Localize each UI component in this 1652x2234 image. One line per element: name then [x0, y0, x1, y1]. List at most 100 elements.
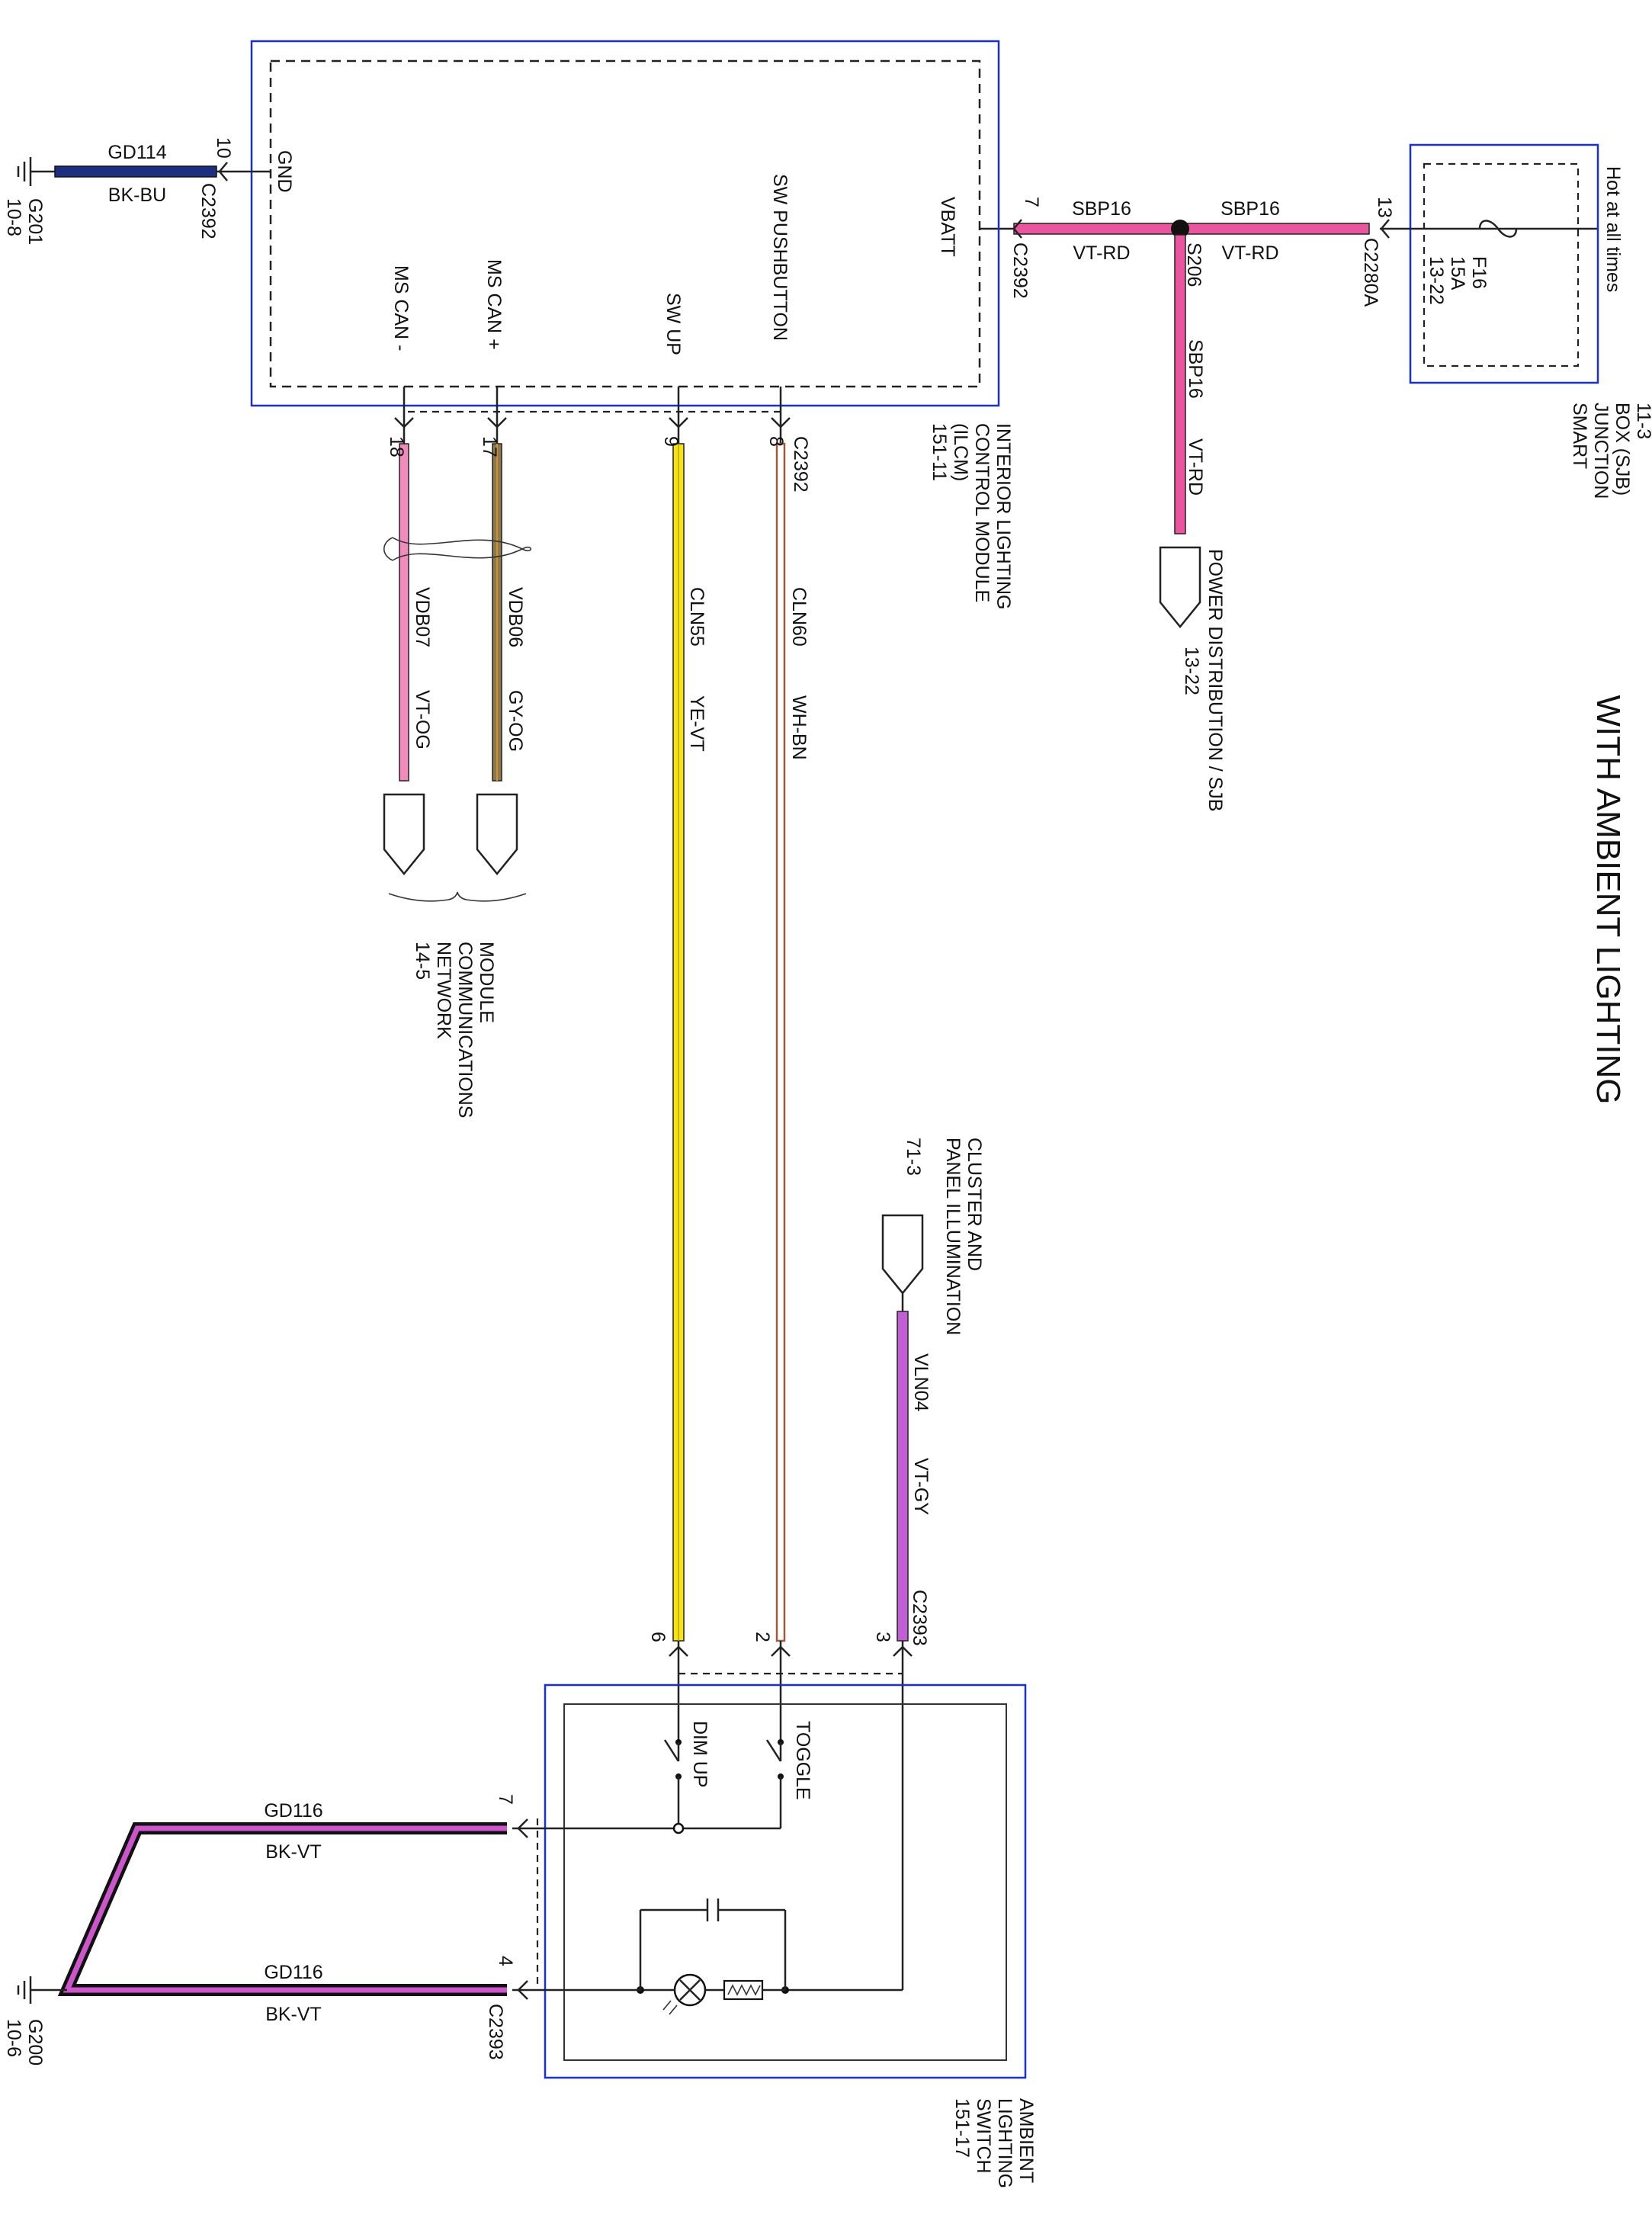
sjb-inner — [1423, 162, 1580, 368]
fuse-labels: F16 15A 13-22 — [1426, 256, 1490, 305]
ground-g200: G200 — [24, 2019, 46, 2065]
wire-cln60 — [775, 442, 786, 1642]
gd114-circuit: GD114 — [107, 142, 166, 163]
vln04-color: VT-GY — [910, 1458, 932, 1515]
light-rays-icon — [662, 2000, 678, 2015]
ground-symbol-g201 — [17, 157, 32, 186]
ground-g200-ref: 10-6 — [3, 2019, 24, 2057]
cln55-color: YE-VT — [686, 695, 707, 752]
gnd-connector: C2392 — [197, 183, 219, 239]
ilcm-vbatt-pin: VBATT — [937, 197, 958, 257]
power-dist-connector — [1159, 546, 1201, 628]
vdb07-circuit: VDB07 — [412, 587, 433, 647]
illum-pin: 3 — [872, 1632, 893, 1642]
pin8: 8 — [765, 436, 787, 447]
svg-text:F16: F16 — [1468, 256, 1490, 289]
splice-s206 — [1171, 220, 1189, 238]
fuse-icon — [1478, 220, 1518, 238]
switch-box — [544, 1684, 1027, 2079]
cluster-connector — [881, 1214, 924, 1295]
gd116-b-color: BK-VT — [265, 2004, 322, 2025]
svg-text:151-17: 151-17 — [951, 2098, 973, 2158]
cluster-label: CLUSTER AND PANEL ILLUMINATION — [942, 1138, 985, 1335]
svg-text:BOX (SJB): BOX (SJB) — [1612, 403, 1633, 496]
twisted-pair-icon — [383, 537, 523, 561]
svg-text:CLUSTER AND: CLUSTER AND — [964, 1138, 985, 1271]
toggle-switch-icon — [765, 1739, 782, 1762]
gnd-connector-mark — [218, 162, 228, 181]
wire-vdb07 — [399, 443, 409, 782]
gd116-b-connector: C2393 — [485, 2004, 506, 2060]
illum-connector: C2393 — [909, 1590, 930, 1646]
svg-text:COMMUNICATIONS: COMMUNICATIONS — [454, 942, 476, 1118]
ms-can-minus-connector — [383, 793, 425, 875]
svg-text:14-5: 14-5 — [412, 942, 433, 980]
ilcm-inner — [269, 59, 981, 388]
vbatt-pin: 7 — [1021, 197, 1042, 207]
svg-text:AMBIENT: AMBIENT — [1015, 2098, 1037, 2183]
ilcm-box — [250, 40, 1000, 407]
mcn-label: MODULE COMMUNICATIONS NETWORK 14-5 — [412, 942, 497, 1118]
pin17: 17 — [479, 436, 500, 457]
gd116-a-circuit: GD116 — [264, 1800, 322, 1822]
sjb-connector: C2280A — [1360, 238, 1381, 307]
cln60-circuit: CLN60 — [788, 587, 810, 647]
ilcm-sw-pushbutton: SW PUSHBUTTON — [769, 174, 791, 341]
svg-text:LIGHTING: LIGHTING — [994, 2098, 1015, 2188]
ms-can-plus-connector — [476, 793, 518, 875]
dim-up-switch-icon — [663, 1739, 680, 1762]
switch-inner — [563, 1703, 1007, 2061]
ilcm-gnd-pin: GND — [274, 150, 295, 193]
cln60-color: WH-BN — [788, 695, 810, 760]
vbatt-connector: C2392 — [1009, 242, 1031, 299]
sw-pin2: 2 — [752, 1632, 773, 1642]
pin18: 18 — [386, 436, 407, 457]
c2392-bottom: C2392 — [790, 436, 811, 493]
sbp16-left-circuit: SBP16 — [1072, 198, 1131, 220]
svg-text:MODULE: MODULE — [476, 942, 497, 1023]
ground-symbol-g200 — [17, 1976, 32, 2004]
sbp16-right-color: VT-RD — [1222, 242, 1279, 264]
vbatt-connector-mark — [1012, 219, 1022, 239]
pin4-connector-mark — [517, 1980, 528, 2000]
power-dist-label: POWER DISTRIBUTION / SJB — [1205, 549, 1226, 811]
svg-text:PANEL ILLUMINATION: PANEL ILLUMINATION — [942, 1138, 964, 1335]
svg-text:15A: 15A — [1447, 256, 1468, 290]
power-dist-ref: 13-22 — [1181, 647, 1202, 695]
gnd-pin: 10 — [213, 137, 234, 159]
gd116-a-pin: 7 — [495, 1794, 516, 1805]
ilcm-name: INTERIOR LIGHTING CONTROL MODULE (ILCM) … — [929, 423, 1014, 609]
pin17-connector-mark — [487, 417, 507, 429]
svg-text:SWITCH: SWITCH — [973, 2098, 994, 2174]
vdb07-color: VT-OG — [412, 690, 433, 749]
splice-name: S206 — [1183, 242, 1205, 287]
ilcm-ms-can-minus: MS CAN - — [390, 265, 412, 351]
pin9-connector-mark — [669, 417, 688, 429]
svg-text:151-11: 151-11 — [929, 423, 950, 481]
wire-sbp16-right — [1185, 223, 1370, 235]
gd114-color: BK-BU — [108, 185, 166, 206]
toggle-label: TOGGLE — [792, 1721, 813, 1800]
cln55-circuit: CLN55 — [686, 587, 707, 647]
svg-text:CONTROL MODULE: CONTROL MODULE — [971, 423, 993, 602]
sbp16-right-circuit: SBP16 — [1221, 198, 1280, 220]
wire-gd114 — [54, 165, 217, 178]
diagram-title: WITH AMBIENT LIGHTING — [1589, 695, 1627, 1104]
switch-junction — [672, 1822, 685, 1834]
pin9: 9 — [660, 436, 682, 447]
dim-up-label: DIM UP — [689, 1721, 711, 1788]
ground-g201: G201 — [24, 198, 46, 245]
gd116-b-pin: 4 — [495, 1956, 516, 1966]
sjb-box — [1409, 143, 1599, 384]
gd116-b-circuit: GD116 — [264, 1962, 322, 1983]
svg-text:POWER DISTRIBUTION / SJB: POWER DISTRIBUTION / SJB — [1205, 549, 1226, 811]
source-label: Hot at all times — [1602, 166, 1624, 292]
sw-pin6: 6 — [647, 1632, 669, 1642]
svg-text:SMART: SMART — [1569, 403, 1590, 469]
cluster-ref: 71-3 — [903, 1138, 924, 1176]
sjb-pin: 13 — [1374, 197, 1395, 218]
svg-text:(ILCM): (ILCM) — [950, 423, 971, 481]
wire-sbp16-left — [1013, 223, 1181, 235]
switch-name: AMBIENT LIGHTING SWITCH 151-17 — [951, 2098, 1037, 2188]
